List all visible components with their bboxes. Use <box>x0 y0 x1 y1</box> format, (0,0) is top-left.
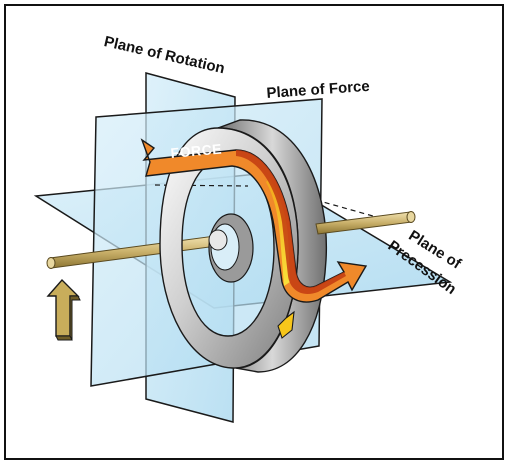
rotor-hub <box>208 229 228 251</box>
rotation-arrow <box>277 310 295 339</box>
axle-end <box>46 257 56 269</box>
force-arrow-shadow <box>236 150 346 295</box>
up-arrow-icon <box>46 278 81 341</box>
axle-end <box>406 211 416 223</box>
force-arrow-inner <box>266 178 290 286</box>
plane-intersection-line <box>154 184 249 187</box>
plane-intersection-line <box>315 199 381 219</box>
